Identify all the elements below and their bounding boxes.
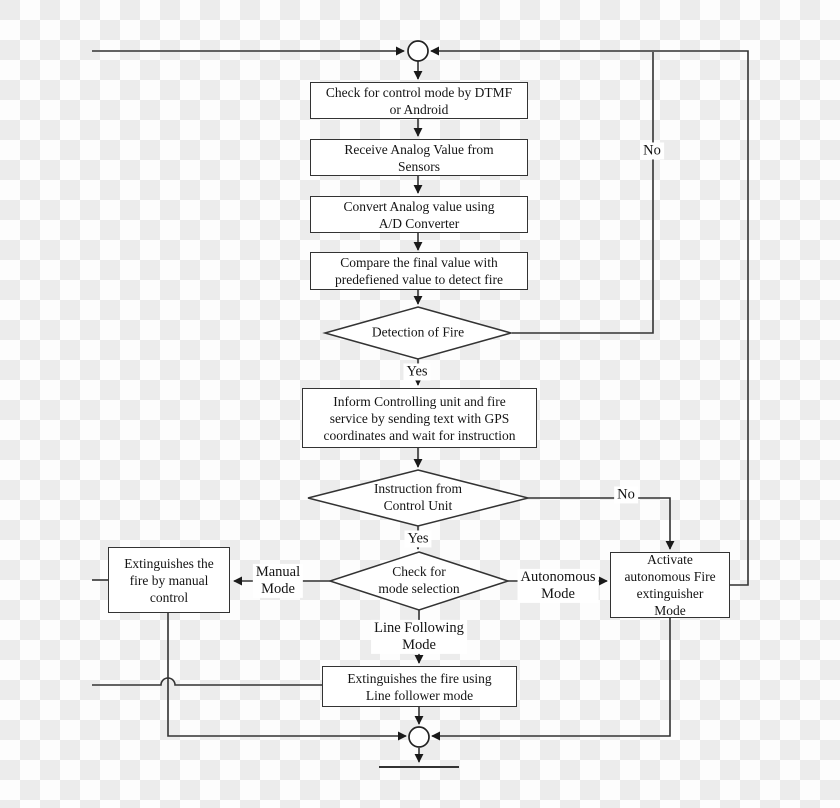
node-manual-extinguish: Extinguishes the fire by manual control — [108, 547, 230, 613]
edge-label-yes-detection: Yes — [403, 363, 431, 381]
node-convert-analog: Convert Analog value using A/D Converter — [310, 196, 528, 233]
decision-instruction-from-control — [307, 469, 529, 527]
edge-label-no-detection: No — [640, 142, 664, 160]
decision-check-mode-selection — [327, 551, 511, 611]
edge-label-manual-mode: Manual Mode — [252, 563, 304, 599]
node-activate-autonomous: Activate autonomous Fire extinguisher Mo… — [610, 552, 730, 618]
node-receive-analog: Receive Analog Value from Sensors — [310, 139, 528, 176]
start-connector — [407, 40, 429, 62]
edge-label-autonomous-mode: Autonomous Mode — [517, 568, 599, 604]
edge-label-line-following-mode: Line Following Mode — [371, 619, 467, 655]
edge-label-yes-instruction: Yes — [404, 530, 432, 548]
decision-label-instruction-from-control: Instruction from Control Unit — [373, 481, 463, 513]
edge-label-no-instruction: No — [614, 486, 638, 504]
node-compare-value: Compare the final value with predefiened… — [310, 252, 528, 290]
edge-detection-no-loop — [512, 52, 654, 334]
decision-label-detection-of-fire: Detection of Fire — [371, 324, 465, 340]
node-line-follower-extinguish: Extinguishes the fire using Line followe… — [322, 666, 517, 707]
end-connector — [408, 726, 430, 748]
decision-label-check-mode-selection: Check for mode selection — [378, 564, 460, 596]
node-inform-unit: Inform Controlling unit and fire service… — [302, 388, 537, 448]
connector-circles — [407, 40, 430, 748]
edge-activate-loop-to-start — [430, 46, 749, 586]
edge-activate-to-end — [431, 618, 671, 741]
node-check-mode: Check for control mode by DTMF or Androi… — [310, 82, 528, 119]
decision-detection-of-fire — [322, 306, 514, 360]
edge-instruction-no — [528, 497, 675, 550]
edge-left-with-hop — [92, 677, 322, 686]
decision-diamonds — [307, 306, 529, 611]
edge-manual-to-end — [167, 613, 407, 741]
